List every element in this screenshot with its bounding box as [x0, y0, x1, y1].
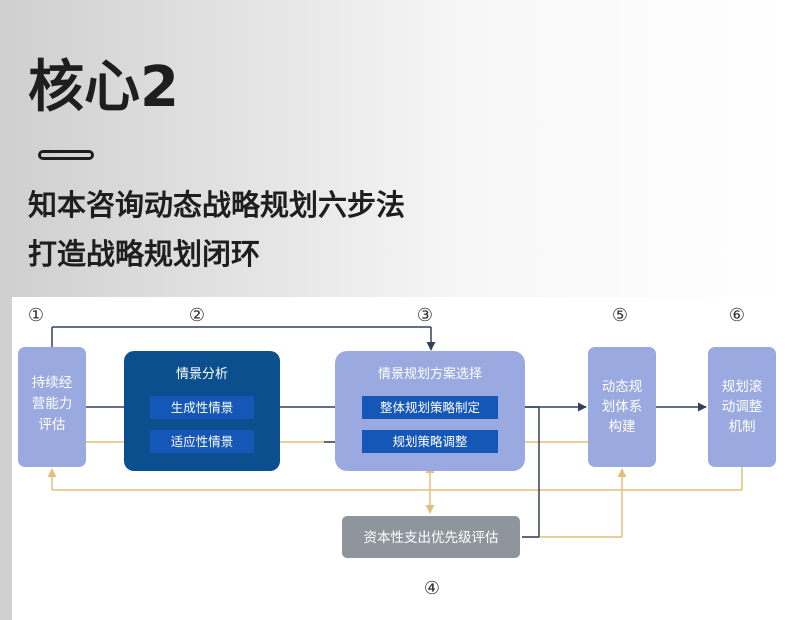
- step-marker-5: ⑤: [612, 305, 628, 326]
- step3-item1-box: [362, 396, 498, 419]
- step6-box: [708, 347, 776, 467]
- step3-item2: 规划策略调整: [392, 434, 468, 449]
- step1-label-line3: 评估: [39, 417, 66, 433]
- step5-label-line2: 划体系: [602, 399, 643, 415]
- step-marker-1: ①: [28, 305, 44, 326]
- step3-item2-box: [362, 430, 498, 453]
- step1-label-line2: 营能力: [32, 396, 73, 412]
- step4-label: 资本性支出优先级评估: [364, 530, 499, 546]
- subtitle-line-2: 打造战略规划闭环: [28, 237, 261, 271]
- step-marker-2: ②: [189, 305, 205, 326]
- step5-label-line3: 构建: [609, 419, 636, 435]
- title-underline-pill: [38, 150, 94, 160]
- step6-label-line2: 动调整: [722, 399, 763, 415]
- step2-item2-box: [150, 430, 254, 453]
- page-title: 核心2: [28, 55, 179, 120]
- step3-item1: 整体规划策略制定: [380, 400, 480, 415]
- step-marker-6: ⑥: [729, 305, 745, 326]
- step2-item1-box: [150, 396, 254, 419]
- step4-box: [342, 516, 520, 558]
- step6-label-line3: 机制: [729, 419, 756, 435]
- subtitle-line-1: 知本咨询动态战略规划六步法: [28, 188, 406, 222]
- step-marker-4: ④: [424, 578, 440, 599]
- step2-item2: 适应性情景: [171, 434, 234, 449]
- six-step-diagram: ① ② ③ ⑤ ⑥ ④ 持续经 营能力 评估 情景分析 生成性情景: [12, 297, 790, 620]
- step1-label-line1: 持续经: [32, 375, 73, 391]
- step6-label-line1: 规划滚: [722, 378, 763, 395]
- step3-title: 情景规划方案选择: [378, 366, 482, 382]
- step5-label-line1: 动态规: [602, 379, 643, 395]
- step2-item1: 生成性情景: [171, 400, 234, 415]
- step5-box: [588, 347, 656, 467]
- step1-box: [18, 347, 86, 467]
- step2-title: 情景分析: [176, 367, 228, 382]
- step-marker-3: ③: [417, 305, 433, 326]
